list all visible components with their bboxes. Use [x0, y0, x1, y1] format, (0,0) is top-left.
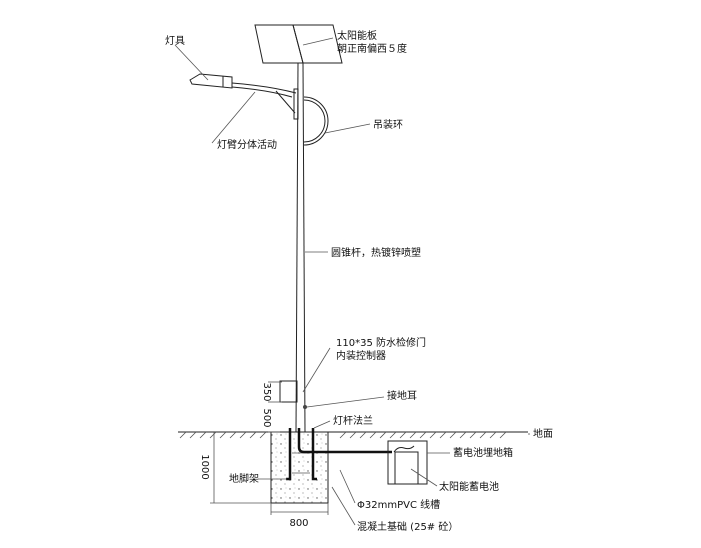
label-solar-panel: 太阳能板 [337, 29, 377, 42]
dim-foundation-depth: 1000 [199, 454, 210, 479]
dim-door-offset: 500 [261, 408, 272, 427]
label-door-line1: 110*35 防水检修门 [336, 336, 426, 349]
label-conduit: Φ32mmPVC 线槽 [357, 498, 440, 511]
dim-door-height: 350 [261, 382, 272, 401]
dim-foundation-width: 800 [289, 518, 308, 529]
leader-lines [174, 37, 530, 526]
solar-panel [254, 24, 343, 64]
ground-lug [303, 405, 307, 409]
inspection-door [279, 380, 298, 403]
label-flange: 灯杆法兰 [333, 414, 373, 427]
label-ground: 地面 [533, 427, 553, 440]
dimension-lines [210, 381, 329, 515]
lamp-head [189, 73, 233, 89]
label-foundation: 混凝土基础 (25# 砼） [357, 520, 458, 533]
ground-line [178, 431, 528, 439]
label-anchor: 地脚架 [229, 472, 259, 485]
lamp-arm [231, 82, 299, 120]
label-pole: 圆锥杆，热镀锌喷塑 [331, 246, 421, 259]
pvc-conduit [297, 428, 392, 454]
lifting-ring [303, 96, 329, 146]
pole [295, 62, 306, 433]
label-lifting-ring: 吊装环 [373, 118, 403, 131]
label-battery-box: 蓄电池埋地箱 [453, 446, 513, 459]
anchor-bolts [286, 428, 317, 481]
label-lamp-arm: 灯臂分体活动 [217, 138, 277, 151]
label-battery: 太阳能蓄电池 [439, 480, 499, 493]
label-panel-orientation: 朝正南偏西５度 [337, 42, 407, 55]
battery-box [387, 440, 428, 485]
battery [394, 451, 419, 485]
label-lamp: 灯具 [165, 35, 185, 47]
label-ground-lug: 接地耳 [387, 389, 417, 402]
label-door-line2: 内装控制器 [336, 349, 386, 362]
